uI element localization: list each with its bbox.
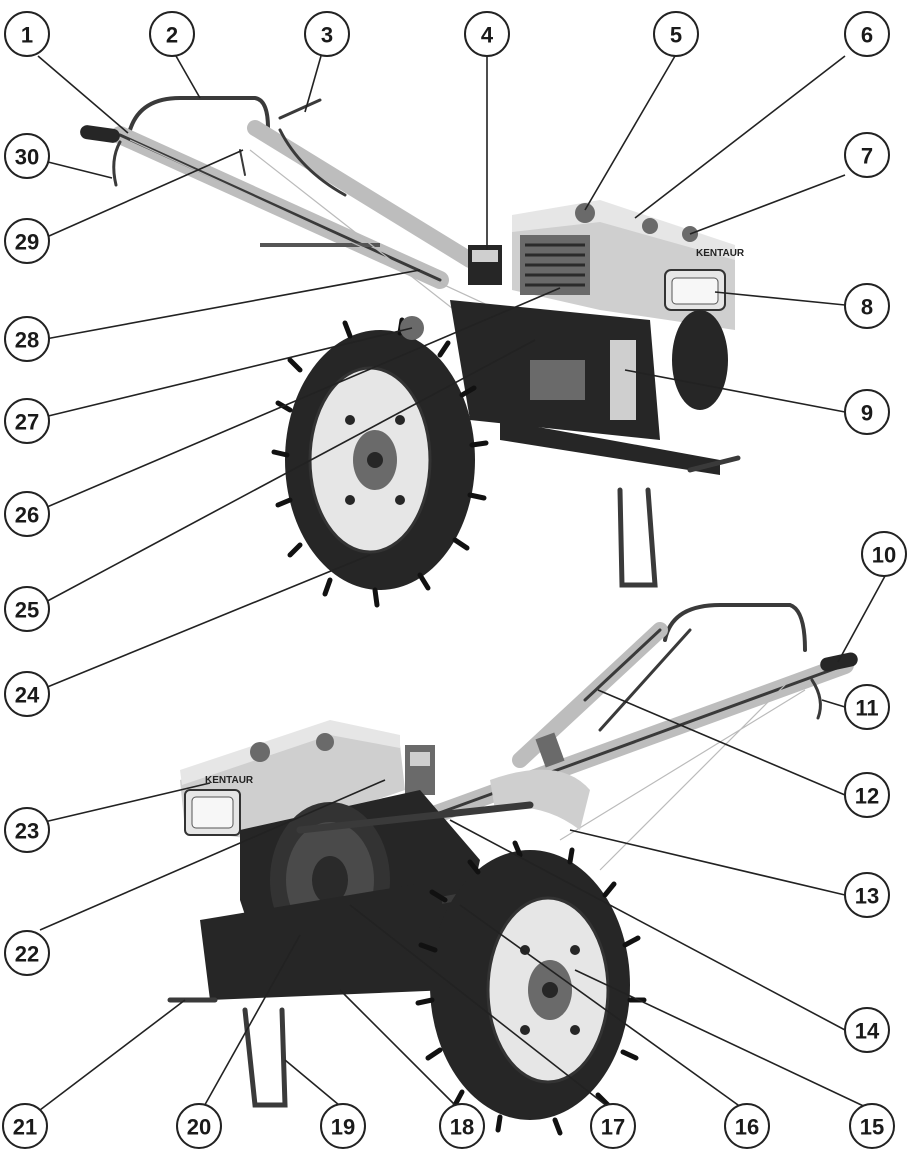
callout-20: 20 xyxy=(176,1103,222,1149)
callout-5: 5 xyxy=(653,11,699,57)
leader-22 xyxy=(39,779,386,931)
svg-text:22: 22 xyxy=(15,942,39,967)
callout-16: 16 xyxy=(724,1103,770,1149)
leader-23 xyxy=(39,782,211,824)
leader-1 xyxy=(37,55,129,134)
leader-15 xyxy=(574,969,873,1111)
callout-14: 14 xyxy=(844,1007,890,1053)
callout-2: 2 xyxy=(149,11,195,57)
svg-text:10: 10 xyxy=(872,543,896,568)
leader-lines xyxy=(37,55,886,1111)
callout-10: 10 xyxy=(861,531,907,577)
leader-13 xyxy=(569,829,846,896)
callout-29: 29 xyxy=(4,218,50,264)
leader-24 xyxy=(39,554,371,691)
svg-text:19: 19 xyxy=(331,1115,355,1140)
leader-30 xyxy=(39,159,113,179)
svg-text:2: 2 xyxy=(166,23,178,48)
leader-26 xyxy=(39,287,561,511)
leader-21 xyxy=(39,999,186,1111)
leader-25 xyxy=(39,339,536,606)
svg-text:17: 17 xyxy=(601,1115,625,1140)
callout-7: 7 xyxy=(844,132,890,178)
callout-22: 22 xyxy=(4,930,50,976)
svg-text:16: 16 xyxy=(735,1115,759,1140)
callout-12: 12 xyxy=(844,772,890,818)
leader-5 xyxy=(584,55,676,211)
leader-19 xyxy=(284,1059,346,1111)
callout-18: 18 xyxy=(439,1103,485,1149)
leader-16 xyxy=(459,904,746,1111)
callout-19: 19 xyxy=(320,1103,366,1149)
svg-text:28: 28 xyxy=(15,328,39,353)
svg-text:23: 23 xyxy=(15,819,39,844)
leader-11 xyxy=(821,699,846,708)
leader-12 xyxy=(597,689,846,796)
svg-text:18: 18 xyxy=(450,1115,474,1140)
svg-text:29: 29 xyxy=(15,230,39,255)
callout-11: 11 xyxy=(844,684,890,730)
leader-10 xyxy=(837,575,886,663)
svg-text:15: 15 xyxy=(860,1115,884,1140)
callout-21: 21 xyxy=(2,1103,48,1149)
brand-plate-upper: KENTAUR xyxy=(696,248,745,259)
callout-28: 28 xyxy=(4,316,50,362)
callout-17: 17 xyxy=(590,1103,636,1149)
leader-17 xyxy=(349,904,613,1111)
leader-2 xyxy=(175,55,201,99)
brand-plate-lower: KENTAUR xyxy=(205,775,254,786)
leader-14 xyxy=(449,819,846,1031)
callout-6: 6 xyxy=(844,11,890,57)
callout-8: 8 xyxy=(844,283,890,329)
svg-text:27: 27 xyxy=(15,410,39,435)
svg-text:12: 12 xyxy=(855,784,879,809)
svg-text:5: 5 xyxy=(670,23,682,48)
leader-27 xyxy=(39,327,413,419)
leader-28 xyxy=(39,269,421,341)
svg-text:24: 24 xyxy=(15,683,40,708)
svg-text:11: 11 xyxy=(855,696,878,721)
svg-text:1: 1 xyxy=(21,23,33,48)
svg-text:26: 26 xyxy=(15,503,39,528)
svg-text:9: 9 xyxy=(861,401,873,426)
callout-13: 13 xyxy=(844,872,890,918)
callout-15: 15 xyxy=(849,1103,895,1149)
leader-3 xyxy=(304,55,322,113)
callout-27: 27 xyxy=(4,398,50,444)
upper-tiller-illustration: KENTAUR xyxy=(80,96,745,608)
svg-text:7: 7 xyxy=(861,144,873,169)
svg-text:4: 4 xyxy=(481,23,494,48)
leader-20 xyxy=(201,934,301,1111)
callout-1: 1 xyxy=(4,11,50,57)
svg-text:21: 21 xyxy=(13,1115,37,1140)
svg-text:25: 25 xyxy=(15,598,39,623)
callout-25: 25 xyxy=(4,586,50,632)
callout-23: 23 xyxy=(4,807,50,853)
leader-6 xyxy=(634,55,846,219)
leader-9 xyxy=(624,369,846,413)
svg-text:6: 6 xyxy=(861,23,873,48)
svg-text:8: 8 xyxy=(861,295,873,320)
callout-9: 9 xyxy=(844,389,890,435)
callout-badges: 1 2 3 4 5 6 7 8 9 10 11 12 13 14 15 16 1… xyxy=(2,11,907,1149)
svg-text:3: 3 xyxy=(321,23,333,48)
callout-24: 24 xyxy=(4,671,50,717)
leader-7 xyxy=(689,174,846,235)
callout-30: 30 xyxy=(4,133,50,179)
leader-29 xyxy=(39,149,244,241)
leader-18 xyxy=(339,989,461,1111)
svg-text:13: 13 xyxy=(855,884,879,909)
callout-4: 4 xyxy=(464,11,510,57)
svg-text:20: 20 xyxy=(187,1115,211,1140)
lower-tiller-illustration: KENTAUR xyxy=(167,603,858,1136)
svg-text:30: 30 xyxy=(15,145,39,170)
svg-text:14: 14 xyxy=(855,1019,880,1044)
leader-8 xyxy=(714,291,846,306)
callout-26: 26 xyxy=(4,491,50,537)
callout-3: 3 xyxy=(304,11,350,57)
